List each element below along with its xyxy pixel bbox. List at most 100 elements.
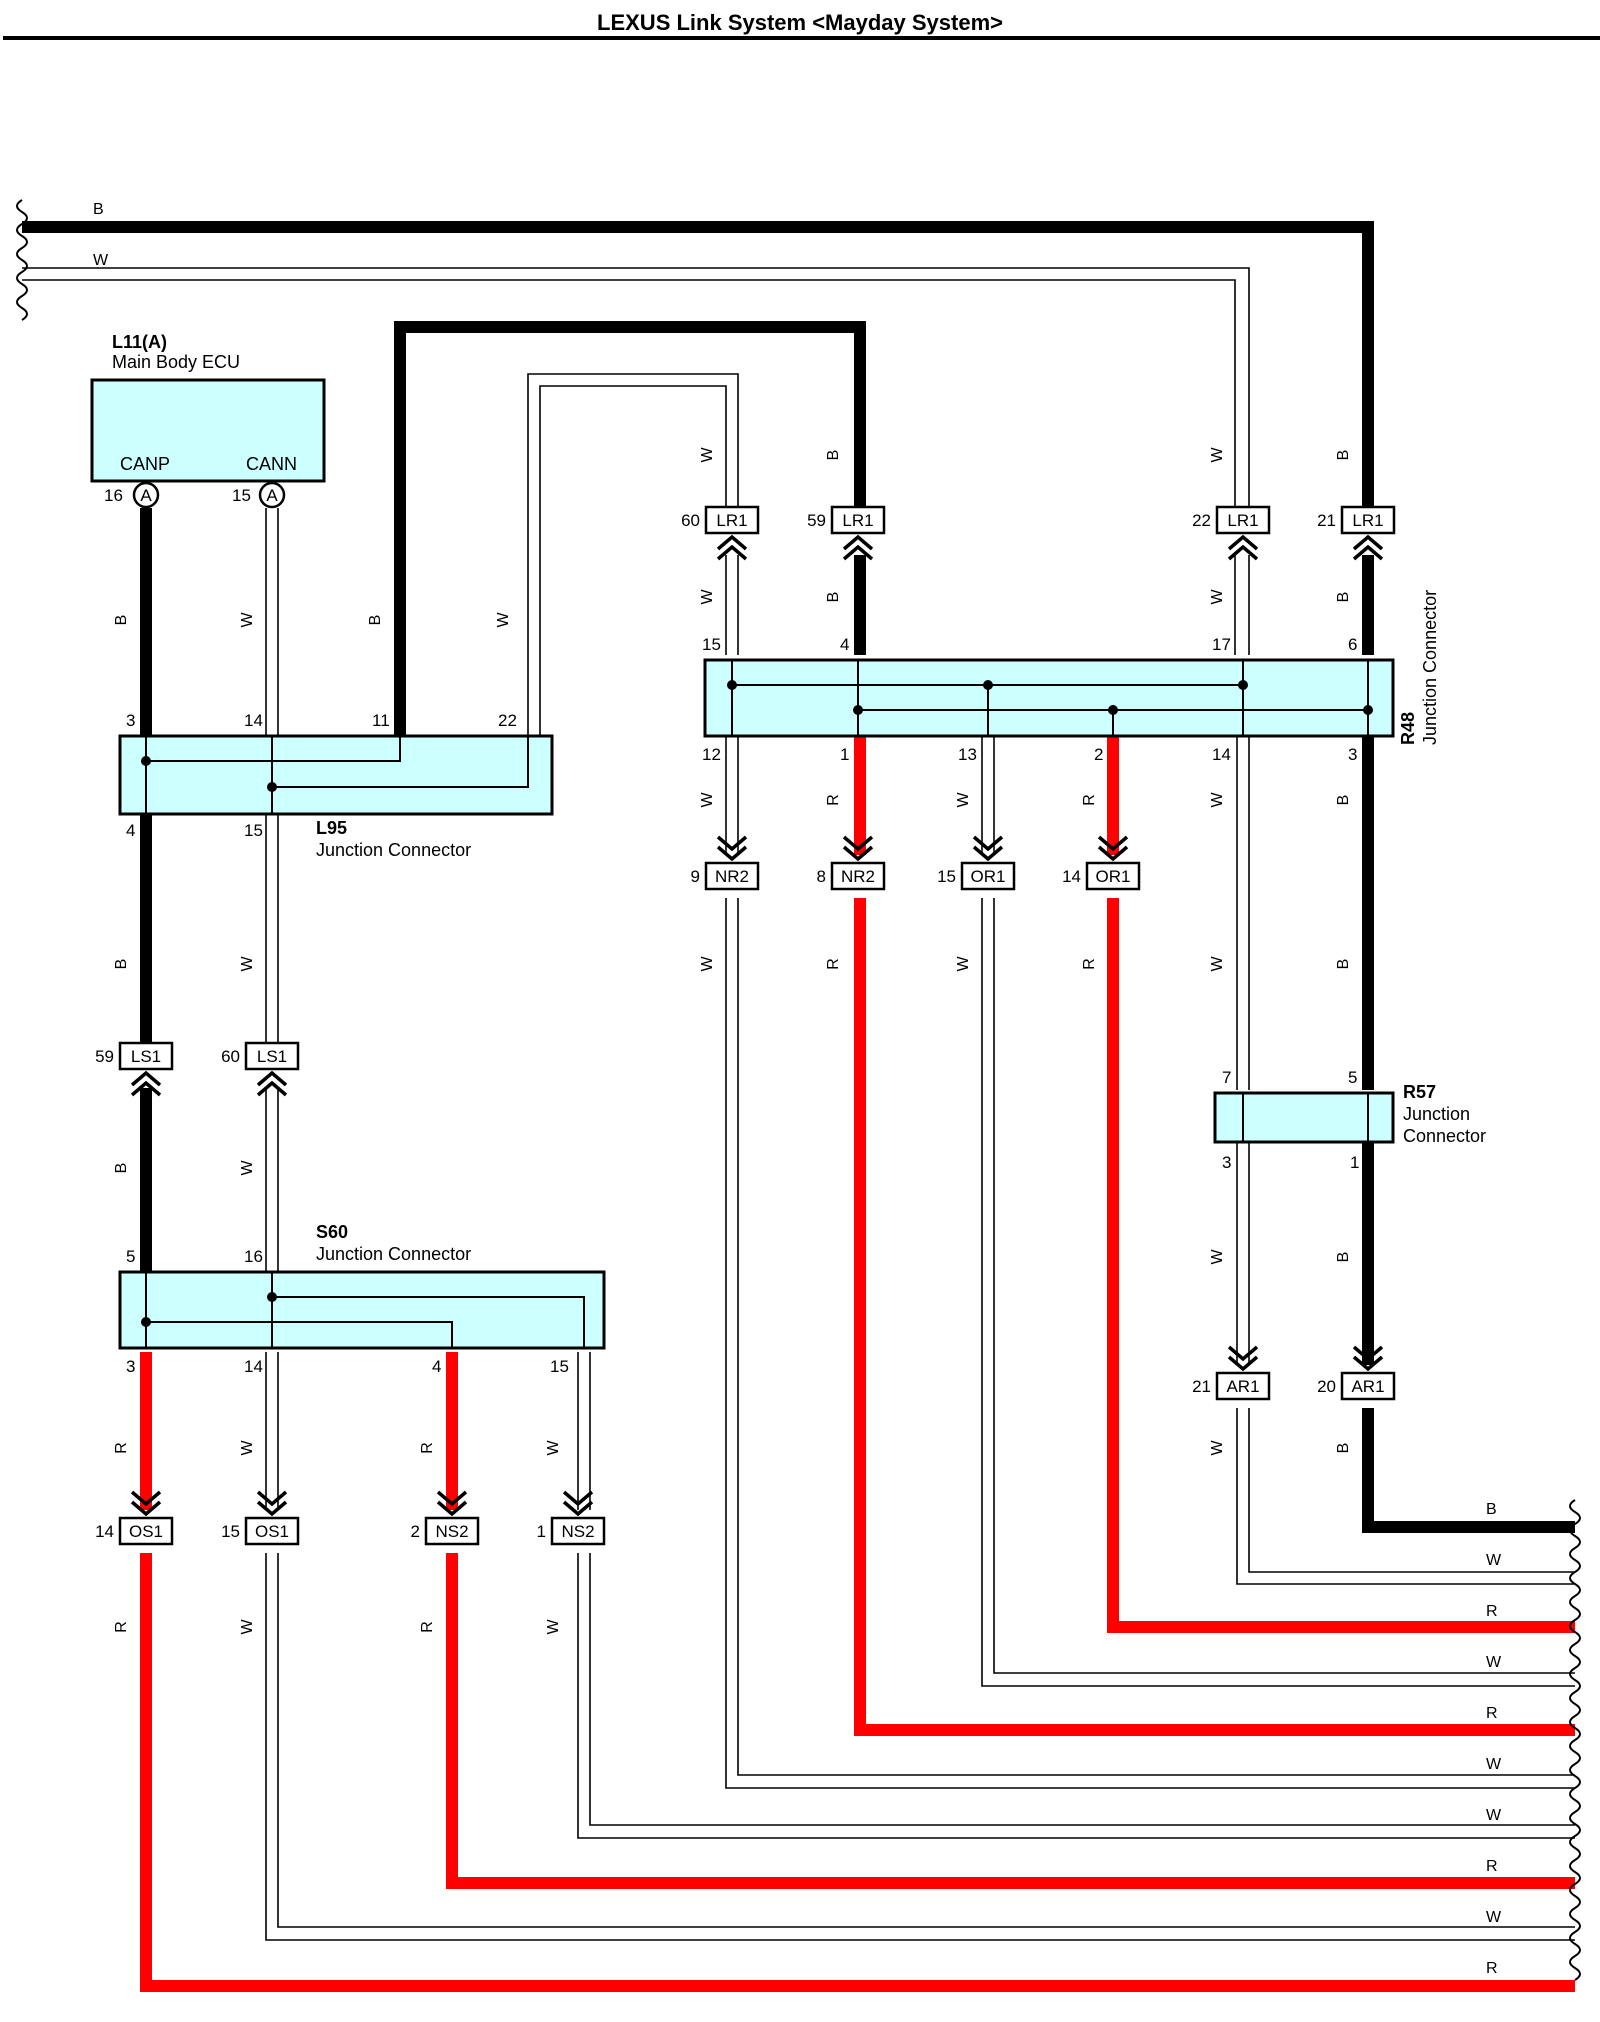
wire-code-w: W: [699, 956, 716, 972]
r57-junction-connector: 7 5 3 1 R57 Junction Connector: [1213, 1068, 1486, 1172]
connector-name: NS2: [435, 1522, 468, 1541]
wire-code-b: B: [93, 201, 104, 218]
chevron-icon: [1352, 1345, 1384, 1372]
page-title: LEXUS Link System <Mayday System>: [597, 10, 1003, 35]
wire-code-r: R: [1486, 1705, 1498, 1722]
connector-name: NR2: [715, 867, 749, 886]
wire-code-w: W: [1486, 1909, 1502, 1926]
r57-pin-3: 3: [1222, 1153, 1231, 1172]
connector-pin: 9: [691, 867, 700, 886]
chevron-icon: [1352, 534, 1384, 561]
connector-pin: 2: [411, 1522, 420, 1541]
chevron-icon: [1227, 534, 1259, 561]
l11-id: L11(A): [112, 332, 167, 352]
connector-name: LR1: [1227, 511, 1258, 530]
wire-code-b: B: [825, 450, 842, 461]
l11-pin-15: 15: [232, 486, 251, 505]
wire-code-b: B: [113, 959, 130, 970]
wire-code-w: W: [1486, 1807, 1502, 1824]
wire-code-w: W: [1209, 447, 1226, 463]
l95-pin-14: 14: [244, 711, 263, 730]
wire-code-w: W: [239, 1160, 256, 1176]
wire-code-w: W: [545, 1619, 562, 1635]
wire-code-b: B: [825, 592, 842, 603]
r57-name-1: Junction: [1403, 1104, 1470, 1124]
wire-code-r: R: [113, 1621, 130, 1633]
r48-pin-2: 2: [1094, 745, 1103, 764]
wire-code-w: W: [1209, 792, 1226, 808]
connector-pin: 60: [681, 511, 700, 530]
wire-code-w: W: [93, 252, 109, 269]
r57-name-2: Connector: [1403, 1126, 1486, 1146]
connector-pin: 8: [817, 867, 826, 886]
connector-name: OR1: [1096, 867, 1131, 886]
connector-pin: 59: [807, 511, 826, 530]
connector-pin: 15: [937, 867, 956, 886]
connector-name: AR1: [1226, 1377, 1259, 1396]
r48-pin-14: 14: [1212, 745, 1231, 764]
connector-name: NR2: [841, 867, 875, 886]
wire-code-r: R: [1081, 958, 1098, 970]
wire-code-b: B: [113, 615, 130, 626]
inline-connector-ar1-21: AR1 21: [1192, 1345, 1271, 1401]
s60-pin-15: 15: [550, 1357, 569, 1376]
connector-name: OR1: [971, 867, 1006, 886]
chevron-icon: [130, 1070, 162, 1097]
r57-pin-1: 1: [1350, 1153, 1359, 1172]
connector-name: LR1: [842, 511, 873, 530]
inline-connector-nr2-9: NR2 9: [691, 835, 760, 891]
inline-connector-ns2-1: NS2 1: [537, 1490, 606, 1546]
wire-code-w: W: [495, 612, 512, 628]
connector-name: LR1: [1352, 511, 1383, 530]
s60-pin-3: 3: [126, 1357, 135, 1376]
inline-connector-ns2-2: NS2 2: [411, 1490, 480, 1546]
r48-pin-4: 4: [840, 635, 849, 654]
r48-pin-12: 12: [702, 745, 721, 764]
connector-name: NS2: [561, 1522, 594, 1541]
wire-code-w: W: [1486, 1756, 1502, 1773]
l11-conn-a-left: A: [140, 486, 152, 505]
wire-code-w: W: [955, 956, 972, 972]
l95-pin-11: 11: [372, 711, 390, 730]
connector-pin: 21: [1192, 1377, 1211, 1396]
connector-name: OS1: [129, 1522, 163, 1541]
wire-code-b: B: [1335, 1252, 1352, 1263]
connector-pin: 14: [1062, 867, 1081, 886]
wire-code-w: W: [1486, 1654, 1502, 1671]
r48-id: R48: [1398, 712, 1418, 745]
wire-code-w: W: [955, 792, 972, 808]
r57-pin-5: 5: [1348, 1068, 1357, 1087]
r48-pin-6: 6: [1348, 635, 1357, 654]
connector-pin: 21: [1317, 511, 1336, 530]
break-mark-right: [1569, 1499, 1581, 1981]
connector-pin: 1: [537, 1522, 546, 1541]
wire-code-b: B: [1335, 959, 1352, 970]
inline-connector-lr1-21: LR1 21: [1317, 505, 1396, 561]
wire-code-b: B: [113, 1163, 130, 1174]
l95-pin-22: 22: [498, 711, 517, 730]
connector-name: LS1: [131, 1047, 161, 1066]
chevron-icon: [256, 1490, 288, 1517]
connector-pin: 60: [221, 1047, 240, 1066]
l11-pin-canp: CANP: [120, 454, 170, 474]
s60-pin-14: 14: [244, 1357, 263, 1376]
wire-code-b: B: [1335, 592, 1352, 603]
wire-code-r: R: [1081, 794, 1098, 806]
l11-pin-16: 16: [104, 486, 123, 505]
connector-pin: 20: [1317, 1377, 1336, 1396]
wire-code-w: W: [239, 612, 256, 628]
r57-id: R57: [1403, 1082, 1436, 1102]
l95-pin-4: 4: [126, 821, 135, 840]
wire-code-b: B: [1335, 1443, 1352, 1454]
s60-name: Junction Connector: [316, 1244, 471, 1264]
wire-code-r: R: [825, 958, 842, 970]
r48-junction-connector: 15 4 17 6 12 1 13 2 14 3 R48 Junction Co…: [702, 590, 1440, 764]
l95-id: L95: [316, 818, 347, 838]
chevron-icon: [1227, 1345, 1259, 1372]
chevron-icon: [562, 1490, 594, 1517]
wires: [22, 221, 1575, 1992]
l95-junction-connector: 3 14 11 22 4 15 L95 Junction Connector: [118, 711, 554, 860]
